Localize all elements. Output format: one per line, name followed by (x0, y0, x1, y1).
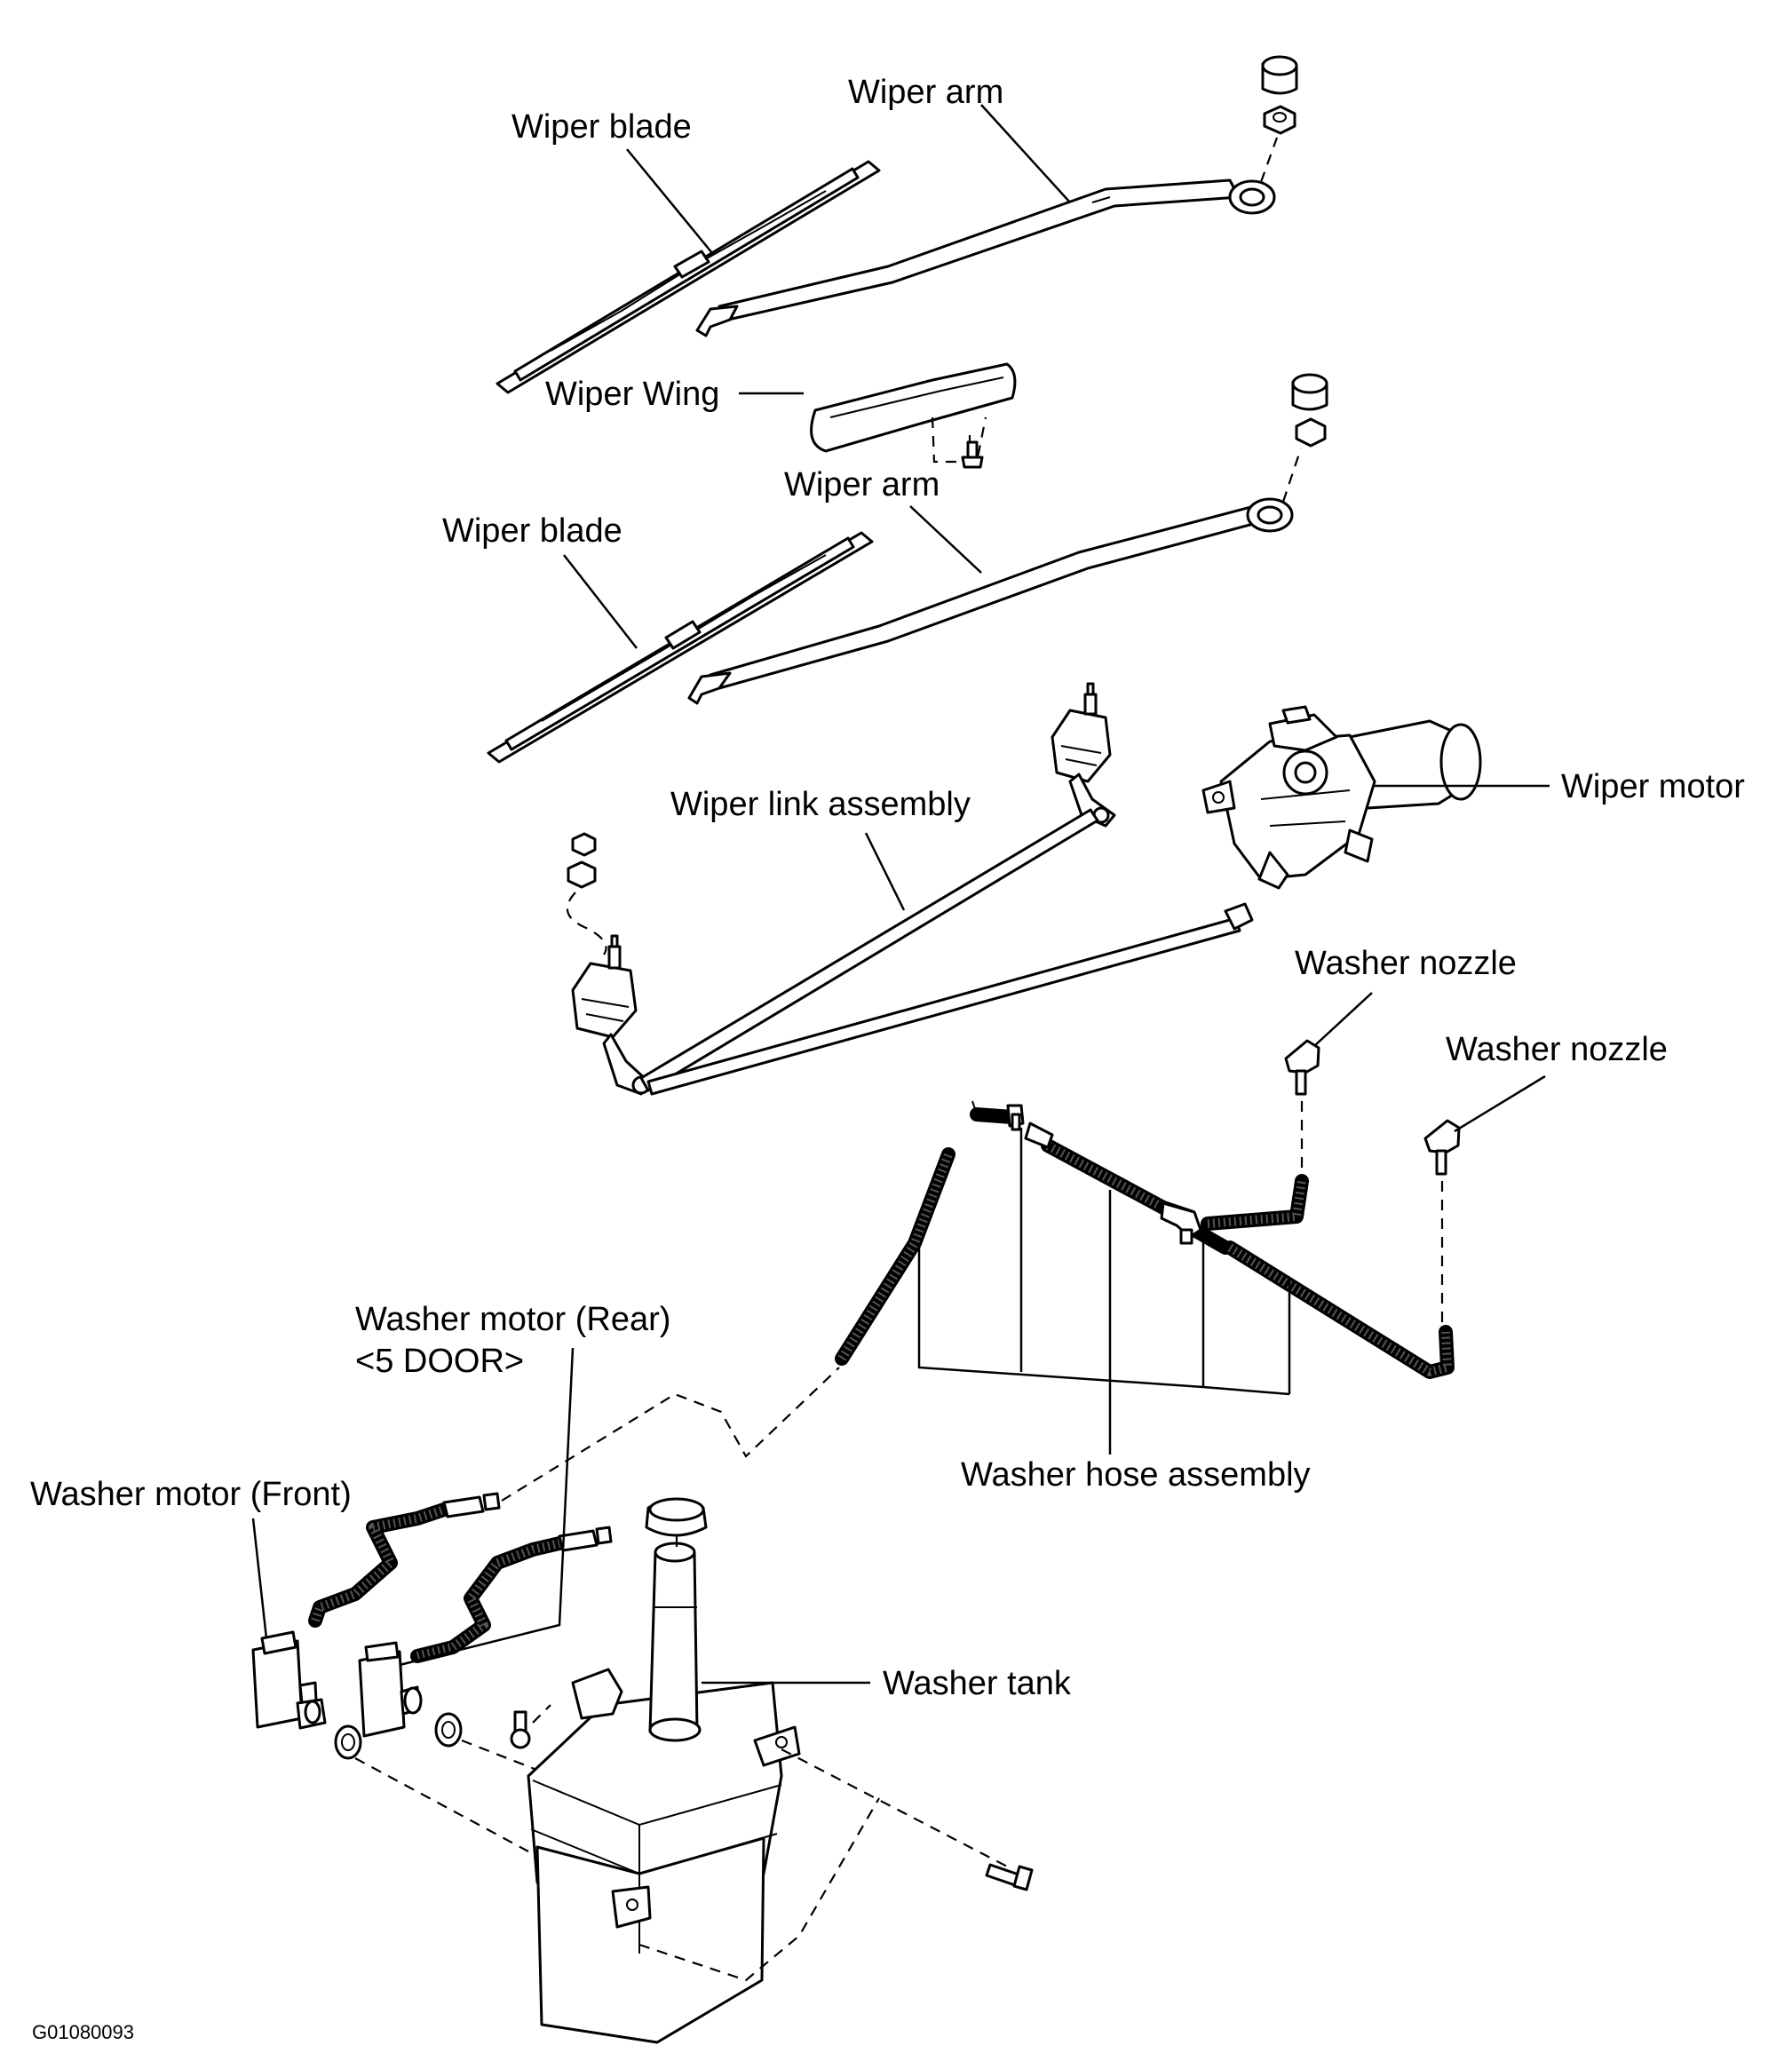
washer-tank (527, 1497, 1013, 2044)
label-wiper-motor: Wiper motor (1561, 768, 1745, 805)
label-washer-nozzle-1: Washer nozzle (1295, 945, 1517, 982)
label-washer-motor-front: Washer motor (Front) (30, 1476, 352, 1513)
lower-wiper-arm (687, 497, 1294, 705)
label-wiper-wing: Wiper Wing (545, 376, 719, 413)
label-washer-motor-rear: Washer motor (Rear) (355, 1301, 670, 1338)
figure-code: G01080093 (32, 2021, 134, 2043)
upper-wiper-arm (695, 178, 1276, 337)
label-wiper-blade-lower: Wiper blade (442, 512, 622, 550)
washer-feed-hoses (308, 1367, 840, 1663)
label-washer-hose-assembly: Washer hose assembly (961, 1456, 1311, 1494)
label-wiper-arm-lower: Wiper arm (784, 466, 940, 503)
lower-wiper-blade (487, 531, 874, 764)
wiper-wing (810, 362, 1017, 464)
washer-nozzle-right (1423, 1119, 1461, 1332)
label-wiper-link-assembly: Wiper link assembly (670, 786, 971, 823)
label-washer-nozzle-2: Washer nozzle (1446, 1031, 1668, 1068)
upper-cap-and-nut (1259, 55, 1298, 183)
washer-nozzle-left (1284, 1039, 1320, 1172)
washer-motor-rear (358, 1641, 423, 1738)
wiper-motor (1201, 705, 1482, 890)
upper-wiper-blade (496, 160, 881, 394)
wiper-link-assembly (566, 682, 1254, 1096)
label-wiper-blade-upper: Wiper blade (511, 108, 692, 146)
label-washer-motor-rear-variant: <5 DOOR> (355, 1343, 524, 1380)
washer-hose-assembly (835, 1100, 1455, 1439)
washer-tank-bolt (985, 1863, 1034, 1891)
leader-lines (251, 104, 1550, 1685)
label-washer-tank: Washer tank (883, 1665, 1072, 1702)
label-wiper-arm-upper: Wiper arm (848, 74, 1003, 111)
wiper-wing-screw (961, 440, 984, 469)
lower-cap-and-nut (1281, 373, 1328, 503)
washer-motor-front (251, 1630, 327, 1730)
washer-grommets (334, 1704, 565, 1852)
